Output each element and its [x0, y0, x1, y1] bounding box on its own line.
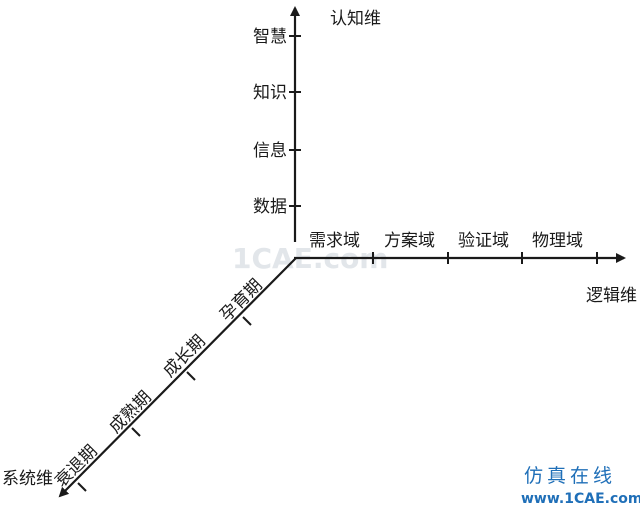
tick-shuaitui: [77, 482, 87, 492]
horizontal-tick-label-3: 物理域: [532, 231, 583, 251]
tick-yunyu: [242, 316, 252, 326]
horizontal-axis-ticks: [372, 252, 598, 264]
vertical-tick-label-2: 知识: [253, 83, 287, 103]
diagonal-axis-title: 系统维: [2, 469, 53, 489]
diagonal-tick-label-2: 成熟期: [105, 387, 156, 438]
horizontal-tick-label-2: 验证域: [458, 231, 509, 251]
tick-chengzhang: [186, 371, 196, 381]
vertical-tick-label-3: 智慧: [253, 27, 287, 47]
url-watermark: www.1CAE.com: [521, 491, 640, 507]
diagonal-tick-label-3: 衰退期: [51, 441, 101, 491]
diagonal-tick-label-0: 孕育期: [216, 275, 266, 325]
diagonal-tick-label-1: 成长期: [159, 331, 209, 381]
vertical-axis-title: 认知维: [330, 9, 381, 29]
tick-chengshu: [131, 427, 141, 437]
diagonal-axis-ticks: [77, 316, 252, 492]
horizontal-axis-title: 逻辑维: [586, 286, 637, 306]
vertical-tick-label-1: 信息: [253, 141, 287, 161]
brand-watermark: 仿真在线: [524, 465, 616, 487]
horizontal-tick-label-1: 方案域: [384, 231, 435, 251]
horizontal-tick-label-0: 需求域: [309, 231, 360, 251]
vertical-tick-label-0: 数据: [253, 197, 287, 217]
vertical-axis-ticks: [289, 35, 301, 207]
diagonal-axis-line: [58, 257, 297, 498]
